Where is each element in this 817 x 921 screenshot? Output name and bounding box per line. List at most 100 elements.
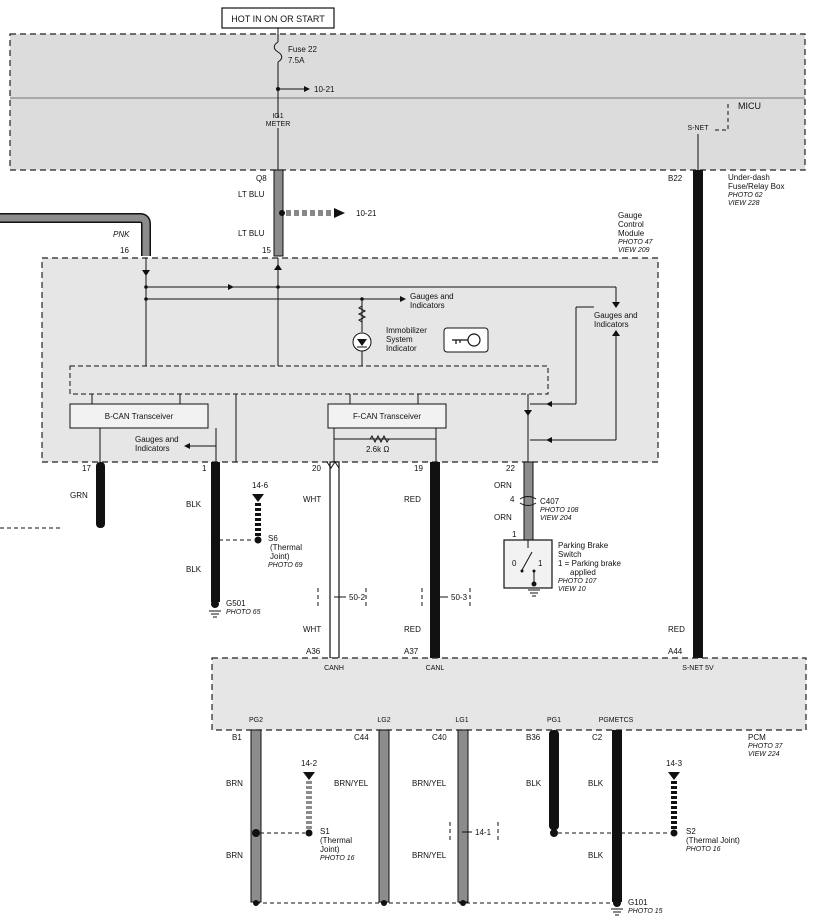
splice-dot xyxy=(460,900,466,906)
c407-view: VIEW 204 xyxy=(540,515,572,522)
pcm-pg1: PG1 xyxy=(547,717,561,724)
s2-desc: (Thermal Joint) xyxy=(686,836,740,845)
wire-label-orn-2: ORN xyxy=(494,513,512,522)
wire-label-wht-1: WHT xyxy=(303,495,321,504)
meter-label: METER xyxy=(266,121,291,128)
wire-label-blk-5: BLK xyxy=(588,851,604,860)
pin-15: 15 xyxy=(262,246,271,255)
splice-dot xyxy=(276,285,280,289)
wire-label-blk-3: BLK xyxy=(526,779,542,788)
wire-blk-pgmetcs xyxy=(612,730,622,902)
wire-label-blk-2: BLK xyxy=(186,565,202,574)
gauge-title-3: Module xyxy=(618,229,645,238)
arrow-icon xyxy=(612,302,620,308)
wire-label-brnyel-2: BRN/YEL xyxy=(412,779,447,788)
diode-icon xyxy=(524,410,532,416)
pcm-label: PCM xyxy=(748,733,766,742)
switch-blade xyxy=(521,551,533,571)
pcm-pgmetcs: PGMETCS xyxy=(599,717,634,724)
gauge-view: VIEW 209 xyxy=(618,247,650,254)
pin-22: 22 xyxy=(506,464,515,473)
wire-label-blk-4: BLK xyxy=(588,779,604,788)
switch-pos-0: 0 xyxy=(512,559,517,568)
wire-orn xyxy=(523,461,534,541)
parking-view: VIEW 10 xyxy=(558,586,586,593)
resistor-icon xyxy=(369,434,390,444)
g101-name: G101 xyxy=(628,898,648,907)
pin-c2: C2 xyxy=(592,733,603,742)
pcm-view: VIEW 224 xyxy=(748,751,780,758)
pin-b22: B22 xyxy=(668,174,683,183)
wire-label-wht-2: WHT xyxy=(303,625,321,634)
gauge-photo: PHOTO 47 xyxy=(618,239,654,246)
gi-b-1: Gauges and xyxy=(135,435,179,444)
link-14-1: 14-1 xyxy=(475,828,492,837)
connector-mark xyxy=(326,461,340,469)
arrow-down-icon xyxy=(668,772,680,780)
diode-icon xyxy=(546,401,552,407)
c407-photo: PHOTO 108 xyxy=(540,507,578,514)
parking-1: Parking Brake xyxy=(558,541,609,550)
diode-icon xyxy=(546,437,552,443)
s1-name: S1 xyxy=(320,827,330,836)
splice-dot xyxy=(531,581,537,587)
ref-1021-top: 10-21 xyxy=(314,85,335,94)
s1-ref: 14-2 xyxy=(301,759,318,768)
g101-photo: PHOTO 15 xyxy=(628,908,663,915)
switch-pos-1: 1 xyxy=(538,559,543,568)
pcm-snet5v: S-NET 5V xyxy=(682,665,714,672)
pin-b36: B36 xyxy=(526,733,541,742)
diode-icon xyxy=(142,270,150,276)
arrow-down-icon xyxy=(303,772,315,780)
pcm-canh: CANH xyxy=(324,665,344,672)
gi-c-2: Indicators xyxy=(594,320,629,329)
s1-desc-2: Joint) xyxy=(320,845,340,854)
wire-brn-yel-lg2 xyxy=(378,729,390,903)
pcm-photo: PHOTO 37 xyxy=(748,743,784,750)
wire-label-brnyel-3: BRN/YEL xyxy=(412,851,447,860)
wire-blk-g501 xyxy=(211,462,220,602)
pin-17: 17 xyxy=(82,464,91,473)
wire-blk-pg1 xyxy=(549,730,559,830)
s6-name: S6 xyxy=(268,534,278,543)
gi-b-2: Indicators xyxy=(135,444,170,453)
f-can-label: F-CAN Transceiver xyxy=(353,412,421,421)
pin-b1: B1 xyxy=(232,733,242,742)
fuse-22-name: Fuse 22 xyxy=(288,45,317,54)
pcm-lg2: LG2 xyxy=(377,717,390,724)
snet-label: S-NET xyxy=(688,125,710,132)
s6-dot xyxy=(254,536,262,544)
s6-photo: PHOTO 69 xyxy=(268,562,303,569)
wire-label-grn: GRN xyxy=(70,491,88,500)
immo-3: Indicator xyxy=(386,344,417,353)
arrow-icon xyxy=(304,86,310,92)
wire-label-pnk: PNK xyxy=(113,230,130,239)
s6-ref: 14-6 xyxy=(252,481,269,490)
c407-name: C407 xyxy=(540,497,560,506)
arrow-icon xyxy=(184,443,190,449)
gauge-module-zone xyxy=(41,257,659,463)
wire-wht-canh xyxy=(329,461,340,659)
link-50-3-bracket xyxy=(421,588,471,606)
can-controller-box xyxy=(69,365,549,395)
link-50-3: 50-3 xyxy=(451,593,468,602)
wire-brn-yel-lg1 xyxy=(457,729,469,903)
pin-c407-4: 4 xyxy=(510,495,515,504)
arrow-down-icon xyxy=(252,494,264,502)
gauge-title-2: Control xyxy=(618,220,644,229)
s2-ref: 14-3 xyxy=(666,759,683,768)
resistor-icon xyxy=(357,305,367,323)
pin-q8: Q8 xyxy=(256,174,267,183)
pin-1: 1 xyxy=(202,464,207,473)
ground-icon xyxy=(528,589,540,597)
splice-dot xyxy=(279,210,285,216)
wire-grn xyxy=(96,462,105,528)
key-icon xyxy=(452,339,468,344)
b-can-transceiver xyxy=(69,403,209,429)
under-dash-line1: Under-dash xyxy=(728,173,770,182)
fuse-22-rating: 7.5A xyxy=(288,56,305,65)
s6-desc-1: (Thermal xyxy=(270,543,302,552)
wire-label-brn-2: BRN xyxy=(226,851,243,860)
under-dash-line2: Fuse/Relay Box xyxy=(728,182,784,191)
fuse-22-symbol xyxy=(273,41,283,63)
